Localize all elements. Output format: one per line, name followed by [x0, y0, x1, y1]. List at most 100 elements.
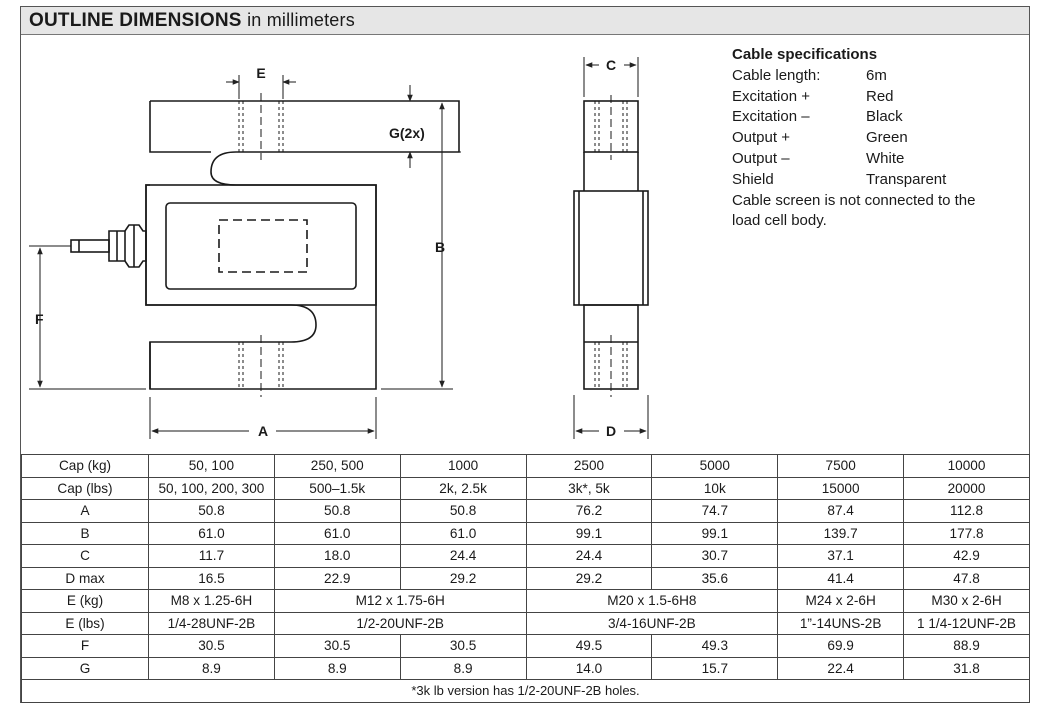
side-view-middle: [573, 190, 649, 306]
cable-spec-row: Excitation –Black: [732, 107, 992, 128]
table-cell: M20 x 1.5-6H8: [525, 589, 779, 613]
table-cell: 3k*, 5k: [525, 476, 653, 500]
table-cell: 41.4: [777, 566, 905, 590]
table-cell: 88.9: [903, 634, 1030, 658]
table-cell: 49.3: [651, 634, 779, 658]
table-cell: 29.2: [399, 566, 527, 590]
row-header: E (lbs): [21, 611, 149, 635]
table-cell: 16.5: [148, 566, 275, 590]
cable-screen-note: Cable screen is not connected to the loa…: [732, 191, 976, 230]
cable-spec-row: Excitation + Red: [732, 87, 992, 108]
table-cell: M30 x 2-6H: [903, 589, 1030, 613]
table-cell: 30.7: [651, 544, 779, 568]
table-cell: 5000: [651, 454, 779, 478]
cable: [70, 239, 110, 253]
load-cell-inner-frame: [165, 202, 357, 290]
table-cell: 7500: [777, 454, 905, 478]
table-cell: M12 x 1.75-6H: [273, 589, 527, 613]
table-cell: 61.0: [148, 521, 275, 545]
table-cell: 3/4-16UNF-2B: [525, 611, 779, 635]
table-cell: 30.5: [148, 634, 275, 658]
spec-value: Green: [866, 129, 908, 147]
table-cell: 1”-14UNS-2B: [777, 611, 905, 635]
table-cell: 2500: [525, 454, 653, 478]
spec-key: Excitation +: [732, 87, 810, 105]
table-footnote: *3k lb version has 1/2-20UNF-2B holes.: [21, 679, 1030, 703]
table-cell: 1000: [399, 454, 527, 478]
table-cell: 15.7: [651, 656, 779, 680]
cable-spec-row: Cable length: 6m: [732, 66, 992, 87]
dim-label-d: D: [606, 423, 616, 439]
table-cell: 47.8: [903, 566, 1030, 590]
spec-value: Transparent: [866, 170, 947, 188]
dim-label-c: C: [606, 57, 616, 73]
row-header: D max: [21, 566, 149, 590]
load-cell-s-outline: [145, 100, 460, 390]
dim-label-e: E: [256, 65, 265, 81]
table-cell: 50.8: [148, 499, 275, 523]
table-cell: 8.9: [148, 656, 275, 680]
spec-value: 6m: [866, 66, 887, 84]
title-bar: OUTLINE DIMENSIONS in millimeters: [21, 7, 1029, 35]
table-cell: 139.7: [777, 521, 905, 545]
table-cell: 18.0: [273, 544, 401, 568]
table-cell: 50.8: [399, 499, 527, 523]
table-cell: 61.0: [273, 521, 401, 545]
table-cell: 14.0: [525, 656, 653, 680]
load-cell-recess: [218, 219, 308, 273]
cable-spec-heading: Cable specifications: [732, 46, 878, 63]
table-cell: 35.6: [651, 566, 779, 590]
row-header: A: [21, 499, 149, 523]
table-cell: 30.5: [273, 634, 401, 658]
table-cell: 50, 100: [148, 454, 275, 478]
table-cell: 99.1: [651, 521, 779, 545]
table-cell: 69.9: [777, 634, 905, 658]
row-header: Cap (kg): [21, 454, 149, 478]
table-cell: 112.8: [903, 499, 1030, 523]
outline-dimensions-panel: OUTLINE DIMENSIONS in millimeters: [20, 6, 1030, 703]
spec-value: Red: [866, 87, 894, 105]
spec-key: Output –: [732, 149, 790, 167]
table-cell: 10000: [903, 454, 1030, 478]
page-title: OUTLINE DIMENSIONS in millimeters: [29, 10, 355, 32]
table-cell: 99.1: [525, 521, 653, 545]
spec-value: Black: [866, 108, 903, 126]
table-cell: 49.5: [525, 634, 653, 658]
cable-specifications: Cable specifications Cable length: 6m Exc…: [732, 45, 992, 232]
row-header: C: [21, 544, 149, 568]
table-cell: 24.4: [525, 544, 653, 568]
table-cell: 20000: [903, 476, 1030, 500]
table-cell: 22.9: [273, 566, 401, 590]
dim-label-a: A: [258, 423, 268, 439]
table-cell: M24 x 2-6H: [777, 589, 905, 613]
dim-label-f: F: [35, 311, 44, 327]
outline-drawing: E G(2x) B F A C D: [29, 57, 649, 439]
table-cell: 177.8: [903, 521, 1030, 545]
spec-key: Cable length:: [732, 66, 821, 84]
table-cell: 1/2-20UNF-2B: [273, 611, 527, 635]
table-cell: 22.4: [777, 656, 905, 680]
table-cell: 37.1: [777, 544, 905, 568]
table-cell: 2k, 2.5k: [399, 476, 527, 500]
row-header: E (kg): [21, 589, 149, 613]
row-header: B: [21, 521, 149, 545]
cable-spec-row: Output +Green: [732, 128, 992, 149]
table-cell: 15000: [777, 476, 905, 500]
spec-value: White: [866, 149, 905, 167]
table-cell: 29.2: [525, 566, 653, 590]
table-cell: 87.4: [777, 499, 905, 523]
table-cell: 50, 100, 200, 300: [148, 476, 275, 500]
dim-label-g: G(2x): [389, 125, 425, 141]
table-cell: 10k: [651, 476, 779, 500]
title-units: in millimeters: [247, 10, 355, 30]
